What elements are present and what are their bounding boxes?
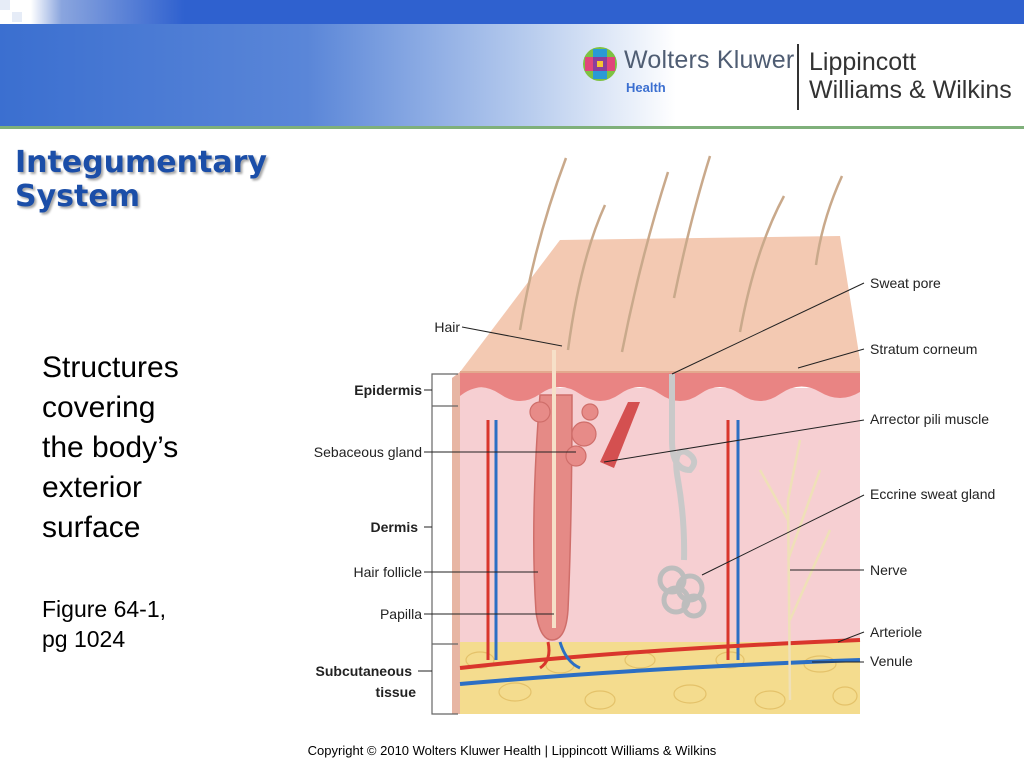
description-line: exterior bbox=[42, 471, 143, 504]
label-hair-follicle: Hair follicle bbox=[354, 564, 423, 580]
layer-brackets bbox=[431, 373, 458, 715]
description-line: the body’s bbox=[42, 431, 179, 464]
header-rule bbox=[0, 126, 1024, 129]
description-line: Structures bbox=[42, 351, 179, 384]
sebaceous-gland bbox=[529, 401, 599, 467]
side-face bbox=[452, 372, 460, 714]
label-dermis: Dermis bbox=[371, 519, 419, 535]
description-line: covering bbox=[42, 391, 156, 424]
publisher-secondary-name: Lippincott Williams & Wilkins bbox=[809, 48, 1012, 104]
slide-title: Integumentary System bbox=[15, 146, 267, 214]
hairs bbox=[518, 155, 844, 353]
arrector-pili-muscle bbox=[600, 402, 640, 468]
dermis-layer bbox=[460, 388, 860, 642]
label-epidermis: Epidermis bbox=[354, 382, 422, 398]
label-arteriole: Arteriole bbox=[870, 624, 922, 640]
sweat-duct bbox=[669, 374, 698, 561]
slide-description: Structures covering the body’s exterior … bbox=[42, 348, 179, 548]
header-top-bar bbox=[0, 0, 1024, 24]
description-line: surface bbox=[42, 511, 141, 544]
label-eccrine-sweat-gland: Eccrine sweat gland bbox=[870, 486, 995, 502]
skin-surface bbox=[460, 236, 860, 372]
label-papilla: Papilla bbox=[380, 606, 422, 622]
label-hair: Hair bbox=[434, 319, 460, 335]
publisher-secondary-line2: Williams & Wilkins bbox=[809, 76, 1012, 104]
label-subcutaneous: Subcutaneous bbox=[316, 663, 413, 679]
label-subcutaneous-tissue: tissue bbox=[376, 684, 417, 700]
label-venule: Venule bbox=[870, 653, 913, 669]
figure-reference-line2: pg 1024 bbox=[42, 626, 126, 652]
figure-reference: Figure 64-1, pg 1024 bbox=[42, 594, 166, 654]
publisher-primary-name: Wolters Kluwer bbox=[624, 46, 795, 74]
publisher-sub-name: Health bbox=[626, 80, 666, 95]
slide-title-line2: System bbox=[15, 179, 140, 214]
figure-reference-line1: Figure 64-1, bbox=[42, 596, 167, 622]
publisher-secondary-line1: Lippincott bbox=[809, 48, 917, 76]
sweat-gland-coil bbox=[657, 565, 707, 619]
corner-square bbox=[12, 12, 22, 22]
label-sweat-pore: Sweat pore bbox=[870, 275, 941, 291]
corner-square bbox=[0, 0, 10, 10]
wolters-kluwer-logo-icon bbox=[583, 47, 617, 81]
epidermis-layer bbox=[460, 372, 860, 401]
slide-title-line1: Integumentary bbox=[15, 145, 267, 180]
publisher-logo: Wolters Kluwer Health Lippincott William… bbox=[578, 40, 1024, 112]
copyright-footer: Copyright © 2010 Wolters Kluwer Health |… bbox=[307, 743, 717, 758]
label-stratum-corneum: Stratum corneum bbox=[870, 341, 977, 357]
blood-vessels bbox=[459, 420, 861, 686]
label-nerve: Nerve bbox=[870, 562, 908, 578]
leader-lines bbox=[418, 282, 865, 672]
label-arrector-pili-muscle: Arrector pili muscle bbox=[870, 411, 989, 427]
label-sebaceous-gland: Sebaceous gland bbox=[314, 444, 422, 460]
nerve bbox=[758, 439, 832, 701]
logo-divider bbox=[797, 44, 799, 110]
